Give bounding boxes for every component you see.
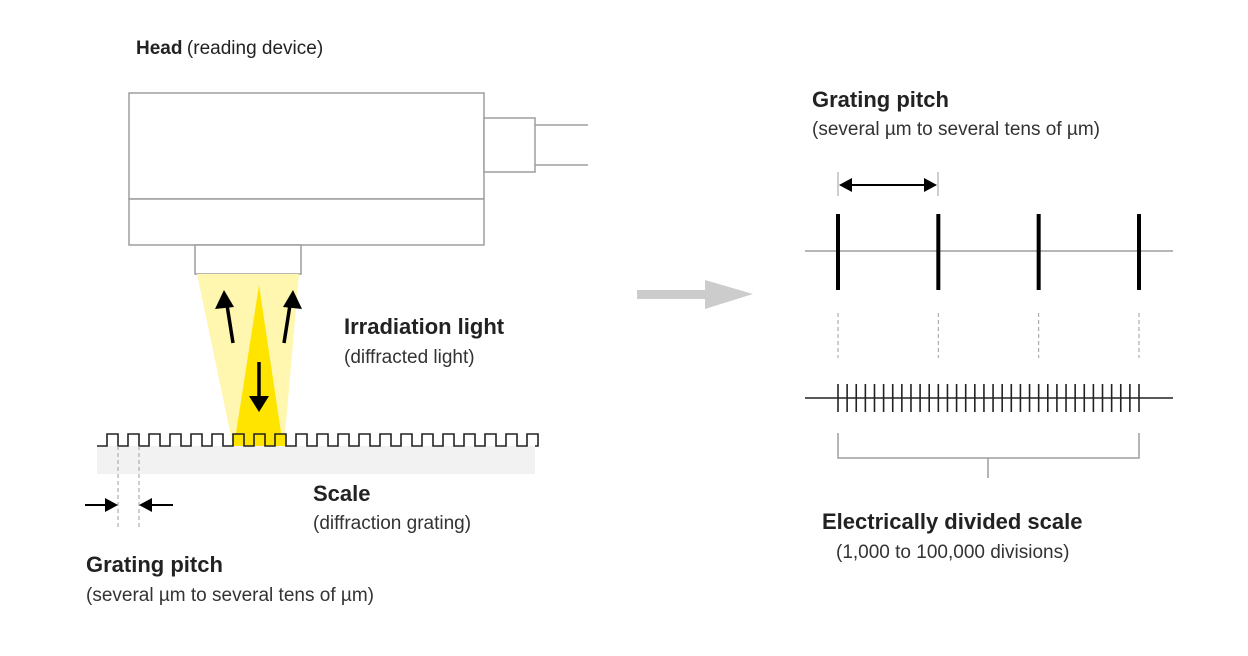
head-lower-body: [128, 198, 485, 246]
grating-tooth-lit: [275, 434, 286, 446]
electrically-divided-scale-subtitle: (1,000 to 100,000 divisions): [836, 542, 1070, 563]
grating-pitch-indicator-left: [85, 446, 173, 528]
grating-tooth-lit: [233, 434, 244, 446]
arrow-up-icon: [283, 290, 302, 309]
head-label: Head (reading device): [136, 38, 323, 61]
projection-dashed-lines: [837, 313, 1140, 358]
arrow-down-icon: [249, 396, 269, 412]
diffracted-light-arrow-right: [282, 290, 302, 344]
diffracted-light-arrow-left: [215, 290, 235, 344]
scale-title: Scale: [313, 481, 371, 506]
grating-pitch-right-title: Grating pitch: [812, 87, 949, 112]
arrow-right-icon: [105, 498, 118, 512]
fine-ticks: [837, 384, 1140, 412]
grating-pitch-left-title: Grating pitch: [86, 552, 223, 577]
grating-teeth-highlight: [233, 434, 286, 446]
electrically-divided-scale-title: Electrically divided scale: [822, 509, 1083, 534]
scale-body: [97, 446, 535, 474]
arrow-left-icon: [139, 498, 152, 512]
irradiation-light-title: Irradiation light: [344, 314, 505, 339]
irradiation-light-subtitle: (diffracted light): [344, 347, 475, 368]
arrow-up-icon: [215, 290, 234, 309]
arrow-right-icon: [924, 178, 937, 192]
major-ticks: [836, 214, 1141, 290]
division-bracket: [837, 433, 1140, 478]
head-label-sub: (reading device): [186, 38, 324, 59]
grating-pitch-right-subtitle: (several µm to several tens of µm): [812, 119, 1100, 140]
irradiation-light-arrow: [249, 362, 269, 412]
grating-pitch-left-subtitle: (several µm to several tens of µm): [86, 585, 374, 606]
head-label-title: Head: [136, 38, 183, 59]
reading-head: [128, 92, 588, 275]
arrow-left-icon: [839, 178, 852, 192]
head-sensor-window: [194, 244, 302, 275]
head-connector: [483, 117, 536, 173]
grating-tooth-lit: [254, 434, 265, 446]
head-upper-body: [128, 92, 485, 200]
diffraction-grating-profile: [97, 433, 539, 447]
scale-subtitle: (diffraction grating): [313, 513, 472, 534]
transition-arrow: [637, 280, 753, 309]
grating-pitch-dimension-right: [837, 172, 939, 196]
